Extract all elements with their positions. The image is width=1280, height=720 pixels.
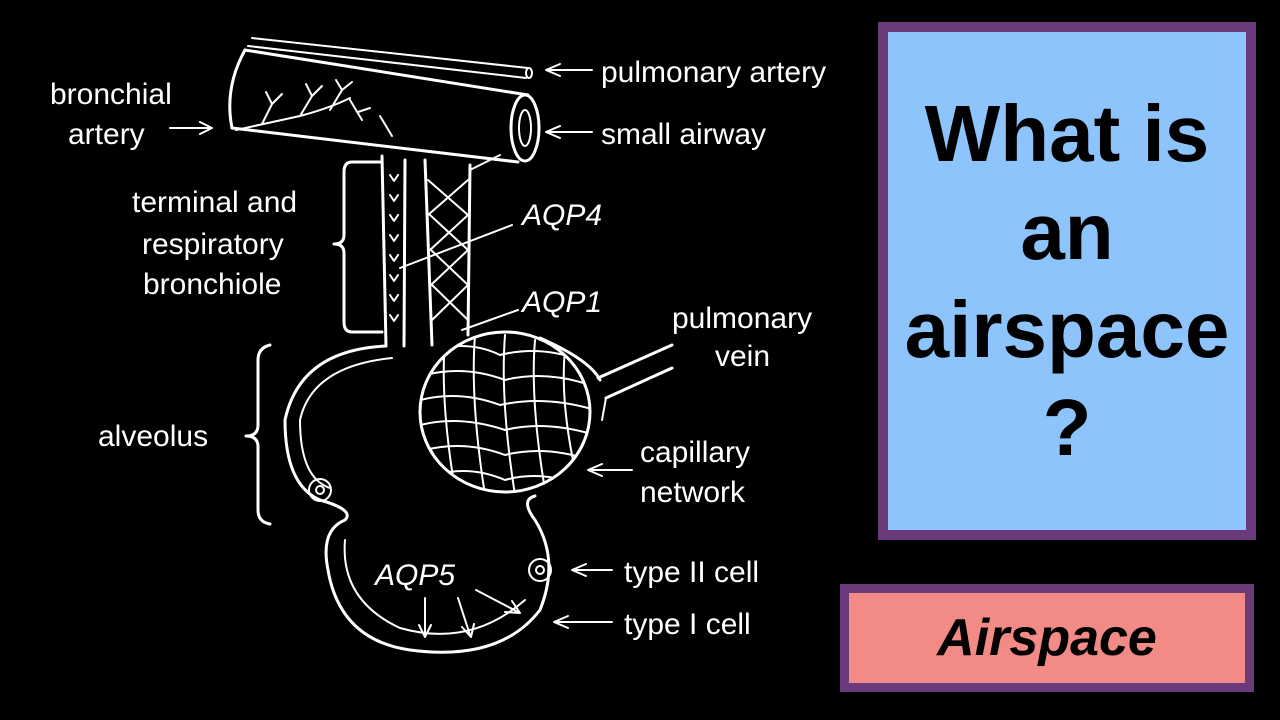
bronchial-artery-label-2: artery [68,118,145,151]
pulmonary-artery-vessel [247,37,533,79]
pulmonary-vein-vessel [538,336,674,421]
topic-tag-label: Airspace [937,609,1157,667]
type-i-cell-label: type I cell [624,608,751,641]
title-line-4: ? [1042,383,1092,472]
capillary-network [418,330,592,494]
small-airway-label: small airway [601,118,766,151]
annotation-arrows [169,63,633,638]
type-ii-cell-label: type II cell [624,556,759,589]
alveolus-label: alveolus [98,420,208,453]
pulmonary-artery-label: pulmonary artery [601,56,826,89]
capillary-network-label-2: network [640,476,746,509]
topic-tag-panel: Airspace [840,584,1254,692]
title-panel: What is an airspace ? [878,22,1256,540]
aqp5-label: AQP5 [373,559,455,592]
terminal-label-1: terminal and [132,186,297,219]
title-line-3: airspace [904,285,1230,374]
aqp4-label: AQP4 [520,199,602,232]
bronchial-artery-vessel [235,79,393,137]
capillary-lattice-vessel [423,154,501,347]
terminal-label-3: bronchiole [143,268,281,301]
pulmonary-vein-label-2: vein [715,340,770,373]
terminal-label-2: respiratory [142,228,284,261]
bronchiole-brace [332,160,384,334]
title-line-2: an [1020,187,1114,276]
alveolus-brace [244,343,272,526]
alveolus-sac [283,344,552,654]
aqp1-label: AQP1 [520,286,602,319]
pulmonary-vein-label-1: pulmonary [672,302,812,335]
capillary-network-label-1: capillary [640,436,750,469]
title-line-1: What is [924,89,1210,178]
title-text: What is an airspace ? [888,85,1246,477]
bronchiole [380,154,407,348]
small-airway-tube [228,48,541,164]
bronchial-artery-label-1: bronchial [50,78,172,111]
lung-airspace-diagram: bronchial artery pulmonary artery small … [50,37,826,654]
